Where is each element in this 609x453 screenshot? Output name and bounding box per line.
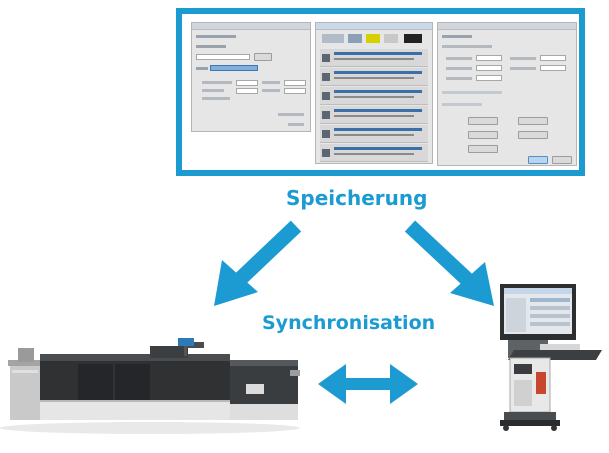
storage-label: Speicherung [286, 186, 428, 210]
software-screenshot-frame [176, 8, 585, 176]
job-list-window [315, 22, 433, 164]
double-arrow-icon [318, 364, 418, 404]
arrow-down-right-icon [404, 220, 494, 306]
sync-label: Synchronisation [262, 312, 436, 334]
settings-window-left [191, 22, 311, 132]
workstation-terminal [500, 284, 602, 431]
settings-window-right [437, 22, 577, 166]
arrow-down-left-icon [214, 220, 302, 306]
production-printer [0, 338, 300, 434]
